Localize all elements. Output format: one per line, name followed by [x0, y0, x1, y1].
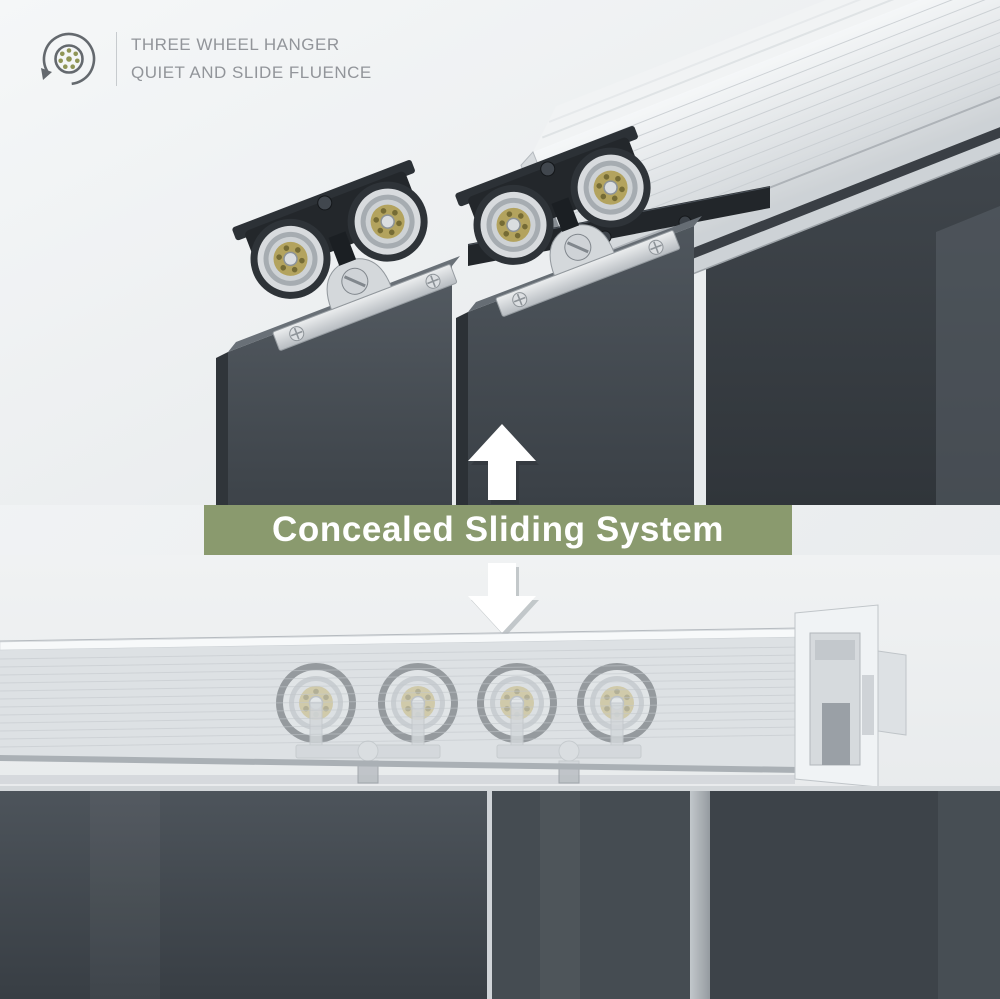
header-subtitle: QUIET AND SLIDE FLUENCE: [131, 63, 372, 82]
track-rib-lines: [0, 646, 801, 748]
header-title: THREE WHEEL HANGER: [131, 35, 340, 54]
header: THREE WHEEL HANGER QUIET AND SLIDE FLUEN…: [36, 26, 372, 92]
top-illustration-exploded-view: [0, 0, 1000, 505]
banner: Concealed Sliding System: [204, 505, 792, 555]
rotation-arrowhead: [41, 68, 52, 80]
door-panel-rear: [492, 791, 690, 999]
door-panel-back: [706, 148, 1000, 505]
wall-jamb: [690, 791, 710, 999]
concealed-track: [0, 604, 907, 788]
door-gap-highlight: [487, 791, 492, 999]
door-panels: [0, 786, 1000, 999]
banner-label: Concealed Sliding System: [271, 510, 725, 549]
door-panel-front: [0, 791, 487, 999]
track-bottom-slot: [587, 84, 1000, 299]
track-end-profile: [794, 604, 907, 788]
bearing-rotation-icon: [41, 32, 96, 86]
up-arrow-icon: [468, 424, 539, 504]
bearing-balls: [58, 48, 80, 69]
bottom-illustration-concealed-view: [0, 555, 1000, 999]
header-text: THREE WHEEL HANGER QUIET AND SLIDE FLUEN…: [131, 31, 372, 87]
track-front-translucent: [0, 637, 800, 767]
header-divider: [116, 32, 117, 86]
down-arrow-icon: [468, 563, 539, 637]
